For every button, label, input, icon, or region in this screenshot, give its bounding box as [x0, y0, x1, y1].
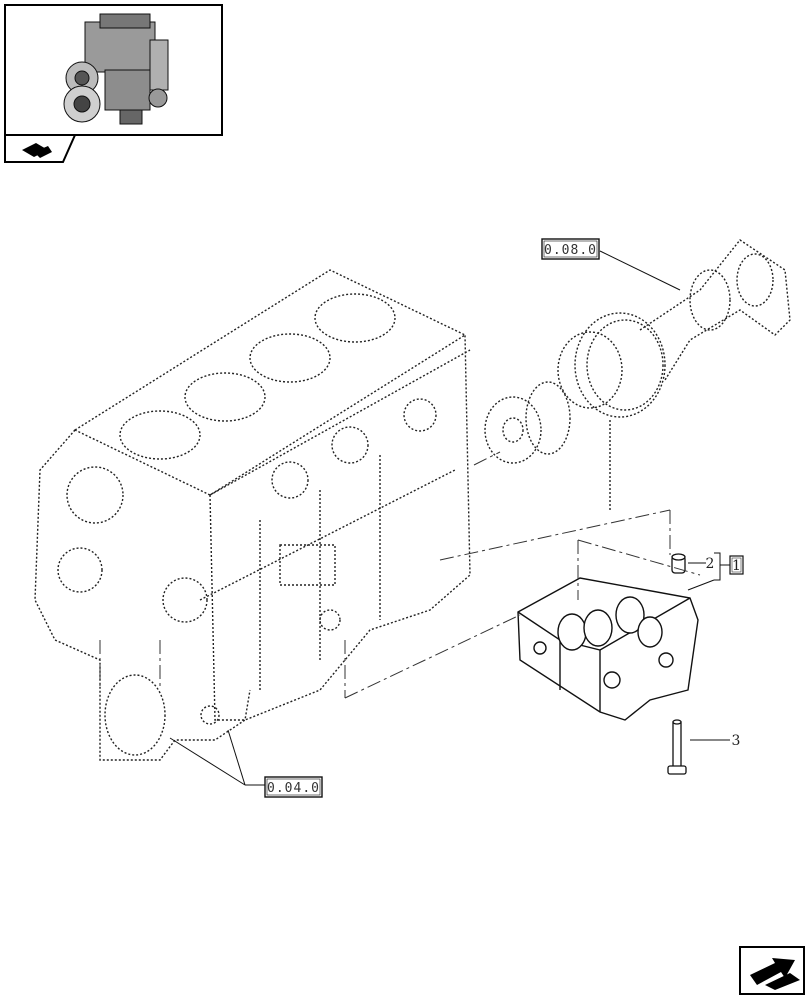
arrow-book-icon — [750, 958, 800, 990]
next-page-button[interactable] — [739, 946, 805, 995]
previous-page-tab[interactable] — [4, 134, 77, 163]
crankshaft — [484, 239, 791, 510]
bolt-part — [667, 719, 687, 775]
cylinder-block — [34, 269, 471, 761]
block-reference-link[interactable]: 0.04.0 — [264, 776, 323, 798]
callout-1-label: 1 — [732, 558, 741, 574]
callout-2-label: 2 — [706, 556, 715, 572]
plug-part — [671, 553, 686, 574]
crankshaft-reference-link[interactable]: 0.08.0 — [541, 238, 600, 260]
crankshaft-reference-label: 0.08.0 — [544, 243, 597, 258]
center-lines — [99, 451, 701, 699]
block-reference-label: 0.04.0 — [267, 781, 320, 796]
book-icon — [22, 143, 52, 158]
leader-lines — [169, 250, 730, 786]
callout-3-label: 3 — [732, 733, 741, 749]
callout-1[interactable]: 1 — [729, 555, 744, 575]
engine-thumbnail[interactable] — [4, 4, 223, 136]
balancer-assembly — [517, 577, 699, 721]
